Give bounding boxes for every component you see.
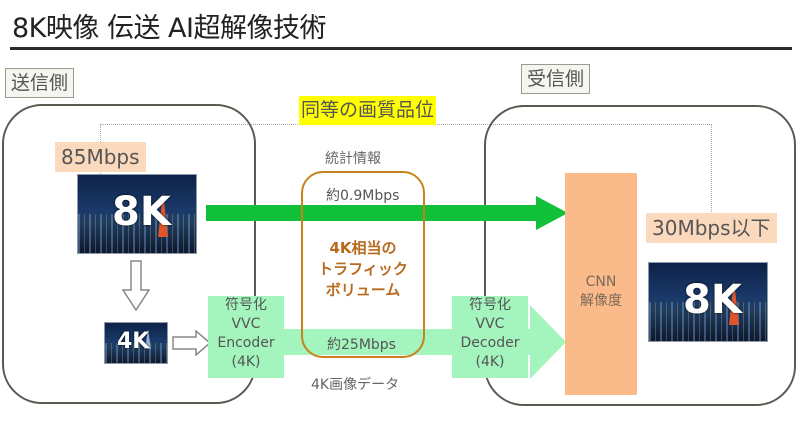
vvc-decoder-box: 符号化 VVC Decoder (4K) bbox=[452, 296, 528, 378]
cnn-super-resolution-box: CNN 解像度 bbox=[565, 173, 637, 395]
sender-label: 送信側 bbox=[5, 68, 75, 98]
downscaled-4k-image: 4K bbox=[104, 322, 168, 364]
decoder-line: 符号化 bbox=[469, 297, 511, 313]
tower-icon bbox=[158, 193, 168, 237]
decoder-line: (4K) bbox=[475, 354, 505, 370]
stats-info-label: 統計情報 bbox=[325, 151, 381, 167]
traffic-volume-text: 4K相当の トラフィック ボリューム bbox=[302, 238, 424, 301]
traffic-line: ボリューム bbox=[325, 281, 401, 299]
source-8k-image-label: 8K bbox=[112, 189, 171, 235]
output-8k-image: 8K bbox=[648, 262, 768, 342]
title-underline bbox=[10, 47, 792, 50]
to-encoder-arrow-icon bbox=[172, 330, 212, 356]
decoder-line: VVC bbox=[475, 316, 505, 332]
vvc-encoder-box: 符号化 VVC Encoder (4K) bbox=[208, 296, 284, 378]
image-data-label: 4K画像データ bbox=[311, 377, 400, 393]
tower-icon bbox=[729, 281, 739, 325]
cnn-line: 解像度 bbox=[580, 293, 622, 309]
encoder-line: Encoder bbox=[217, 335, 275, 351]
output-8k-image-label: 8K bbox=[683, 277, 742, 323]
cnn-line: CNN bbox=[585, 274, 617, 290]
sender-bitrate-tag: 85Mbps bbox=[55, 142, 146, 172]
image-data-transmission-arrow-icon bbox=[208, 305, 566, 379]
decoder-line: Decoder bbox=[460, 335, 520, 351]
downscale-arrow-icon bbox=[121, 260, 151, 312]
downscaled-4k-image-label: 4K bbox=[117, 329, 150, 354]
encoder-line: (4K) bbox=[231, 354, 261, 370]
receiver-label: 受信側 bbox=[521, 64, 591, 94]
source-8k-image: 8K bbox=[77, 174, 197, 254]
receiver-panel bbox=[484, 105, 796, 406]
traffic-line: 4K相当の bbox=[329, 239, 397, 257]
quality-label: 同等の画質品位 bbox=[299, 96, 437, 125]
receiver-bitrate-tag: 30Mbps以下 bbox=[646, 213, 777, 243]
image-data-bitrate-label: 約25Mbps bbox=[327, 337, 396, 353]
page-title: 8K映像 伝送 AI超解像技術 bbox=[12, 13, 326, 44]
encoder-line: VVC bbox=[231, 316, 261, 332]
stats-bitrate-label: 約0.9Mbps bbox=[326, 188, 400, 204]
stats-transmission-arrow-icon bbox=[206, 196, 568, 230]
traffic-volume-box bbox=[301, 171, 425, 358]
traffic-line: トラフィック bbox=[318, 260, 408, 278]
tower-icon bbox=[145, 329, 151, 349]
encoder-line: 符号化 bbox=[225, 297, 267, 313]
sender-panel bbox=[2, 104, 256, 404]
